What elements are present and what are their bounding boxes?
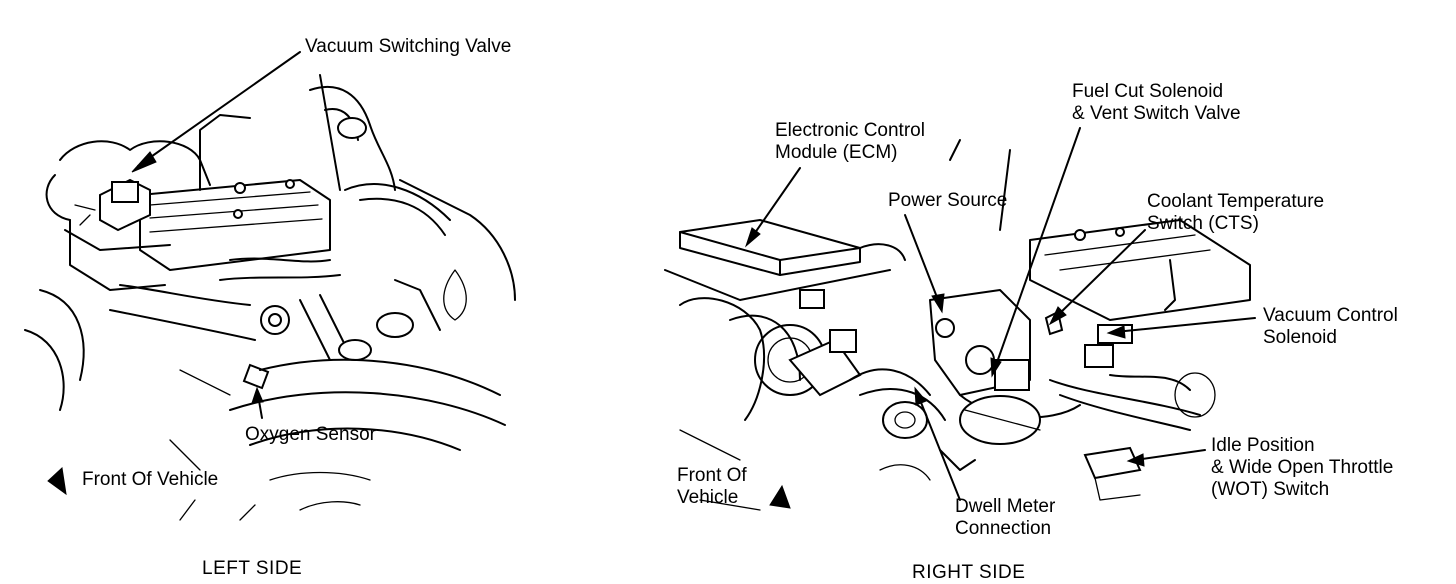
label-oxygen-sensor: Oxygen Sensor [245,424,376,445]
leader-cts [1054,229,1146,319]
label-vcs-line1: Vacuum Control [1263,305,1398,326]
arrowhead-idle-position-switch [1126,453,1145,467]
leader-dwell-meter [917,394,961,501]
leader-vacuum-switching-valve [137,51,301,167]
arrowhead-ecm [744,227,761,248]
label-fuel-cut-line1: Fuel Cut Solenoid [1072,81,1224,102]
leader-power-source [904,214,941,306]
label-idle-line2: & Wide Open Throttle [1211,457,1394,478]
label-dwell-line1: Dwell Meter [955,496,1056,517]
arrowhead-vacuum-switching-valve [131,151,157,173]
caption-left-side: LEFT SIDE [202,558,303,579]
label-dwell-line2: Connection [955,518,1052,539]
arrowhead-vacuum-control-solenoid [1106,325,1126,339]
label-front-of-vehicle-left: Front Of Vehicle [82,469,219,490]
leader-fuel-cut-solenoid [994,127,1081,369]
front-direction-arrow-icon [47,466,67,496]
label-ecm-line2: Module (ECM) [775,142,898,163]
arrowhead-power-source [931,293,945,314]
arrowhead-oxygen-sensor [251,386,264,404]
label-vacuum-switching-valve: Vacuum Switching Valve [305,36,512,57]
label-idle-line3: (WOT) Switch [1211,479,1330,500]
label-ecm-line1: Electronic Control [775,120,925,141]
arrowhead-fuel-cut-solenoid [990,357,1002,378]
right-engine-illustration [664,139,1251,511]
label-vcs-line2: Solenoid [1263,327,1337,348]
label-front-line1: Front Of [677,465,747,486]
label-cts-line1: Coolant Temperature [1147,191,1325,212]
leader-idle-position-switch [1134,449,1206,461]
label-idle-line1: Idle Position [1211,435,1315,456]
caption-right-side: RIGHT SIDE [912,562,1026,583]
arrowhead-dwell-meter [914,386,927,406]
label-cts-line2: Switch (CTS) [1147,213,1259,234]
label-front-line2: Vehicle [677,487,739,508]
left-leader-lines [131,51,301,419]
label-power-source: Power Source [888,190,1008,211]
arrowhead-cts [1048,306,1067,326]
front-direction-arrow-icon [769,484,791,509]
right-leader-lines [744,127,1256,501]
label-fuel-cut-line2: & Vent Switch Valve [1072,103,1241,124]
leader-ecm [749,167,801,241]
leader-vacuum-control-solenoid [1114,317,1256,333]
left-engine-illustration [24,74,516,521]
